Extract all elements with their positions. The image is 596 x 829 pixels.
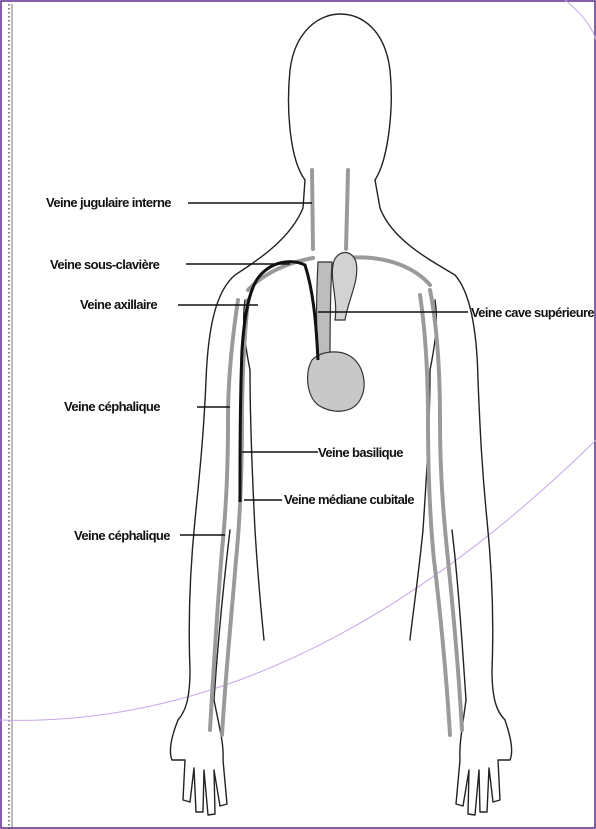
vena-cava-and-arch xyxy=(317,253,357,360)
label-veine-cephalique-lower: Veine céphalique xyxy=(74,528,170,543)
label-veine-axillaire: Veine axillaire xyxy=(80,297,157,312)
decorative-arc-upper xyxy=(565,0,596,40)
label-veine-jugulaire-interne: Veine jugulaire interne xyxy=(46,195,171,210)
label-veine-cephalique-upper: Veine céphalique xyxy=(64,399,160,414)
decorative-arc-lower xyxy=(0,440,596,720)
label-veine-basilique: Veine basilique xyxy=(318,445,403,460)
label-veine-cave-superieure: Veine cave supérieure xyxy=(471,305,594,320)
label-veine-mediane-cubitale: Veine médiane cubitale xyxy=(284,492,414,507)
label-veine-sous-claviere: Veine sous-clavière xyxy=(50,257,160,272)
heart-shape xyxy=(308,352,364,411)
